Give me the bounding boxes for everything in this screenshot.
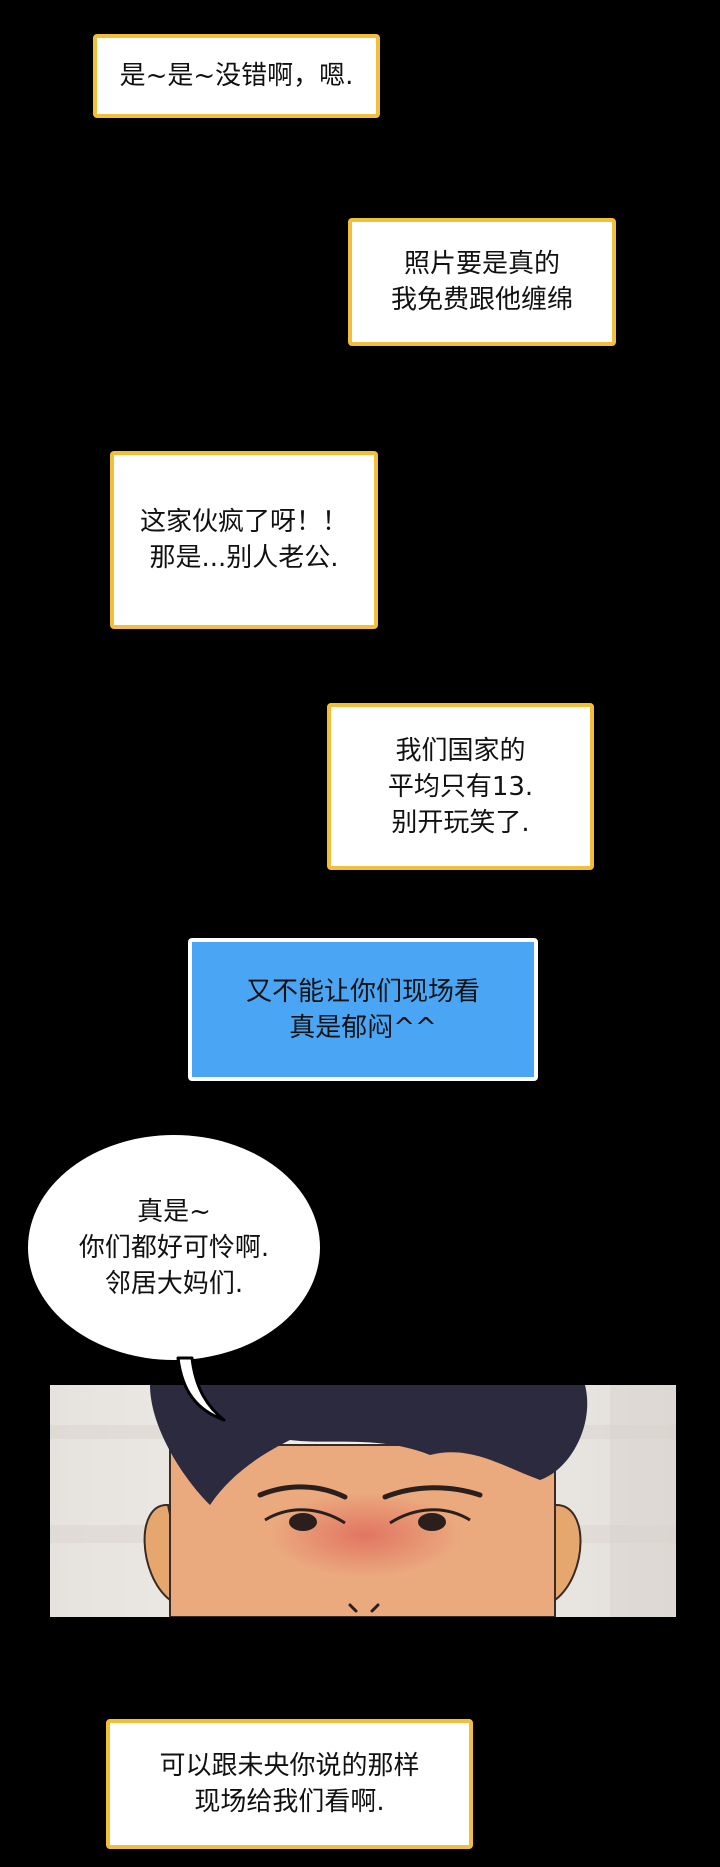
caption-text-1: 是~是~没错啊，嗯.: [119, 61, 354, 91]
speech-bubble-text: 真是~ 你们都好可怜啊. 邻居大妈们.: [78, 1196, 270, 1299]
caption-box-6: 可以跟未央你说的那样 现场给我们看啊.: [106, 1719, 473, 1849]
caption-text-3: 这家伙疯了呀！！ 那是...别人老公.: [139, 507, 348, 573]
caption-box-3: 这家伙疯了呀！！ 那是...别人老公.: [110, 451, 378, 629]
speech-bubble: 真是~ 你们都好可怜啊. 邻居大妈们.: [28, 1135, 320, 1360]
caption-text-6: 可以跟未央你说的那样 现场给我们看啊.: [159, 1751, 420, 1817]
caption-box-highlight: 又不能让你们现场看 真是郁闷^^: [188, 938, 538, 1081]
caption-text-4: 我们国家的 平均只有13. 别开玩笑了.: [387, 735, 534, 838]
caption-text-2: 照片要是真的 我免费跟他缠绵: [390, 249, 573, 315]
caption-box-2: 照片要是真的 我免费跟他缠绵: [348, 218, 616, 346]
comic-panel: [50, 1385, 676, 1617]
caption-box-4: 我们国家的 平均只有13. 别开玩笑了.: [327, 703, 594, 870]
man-face-illustration: [50, 1385, 676, 1617]
caption-text-highlight: 又不能让你们现场看 真是郁闷^^: [245, 976, 480, 1043]
caption-box-1: 是~是~没错啊，嗯.: [93, 34, 380, 118]
